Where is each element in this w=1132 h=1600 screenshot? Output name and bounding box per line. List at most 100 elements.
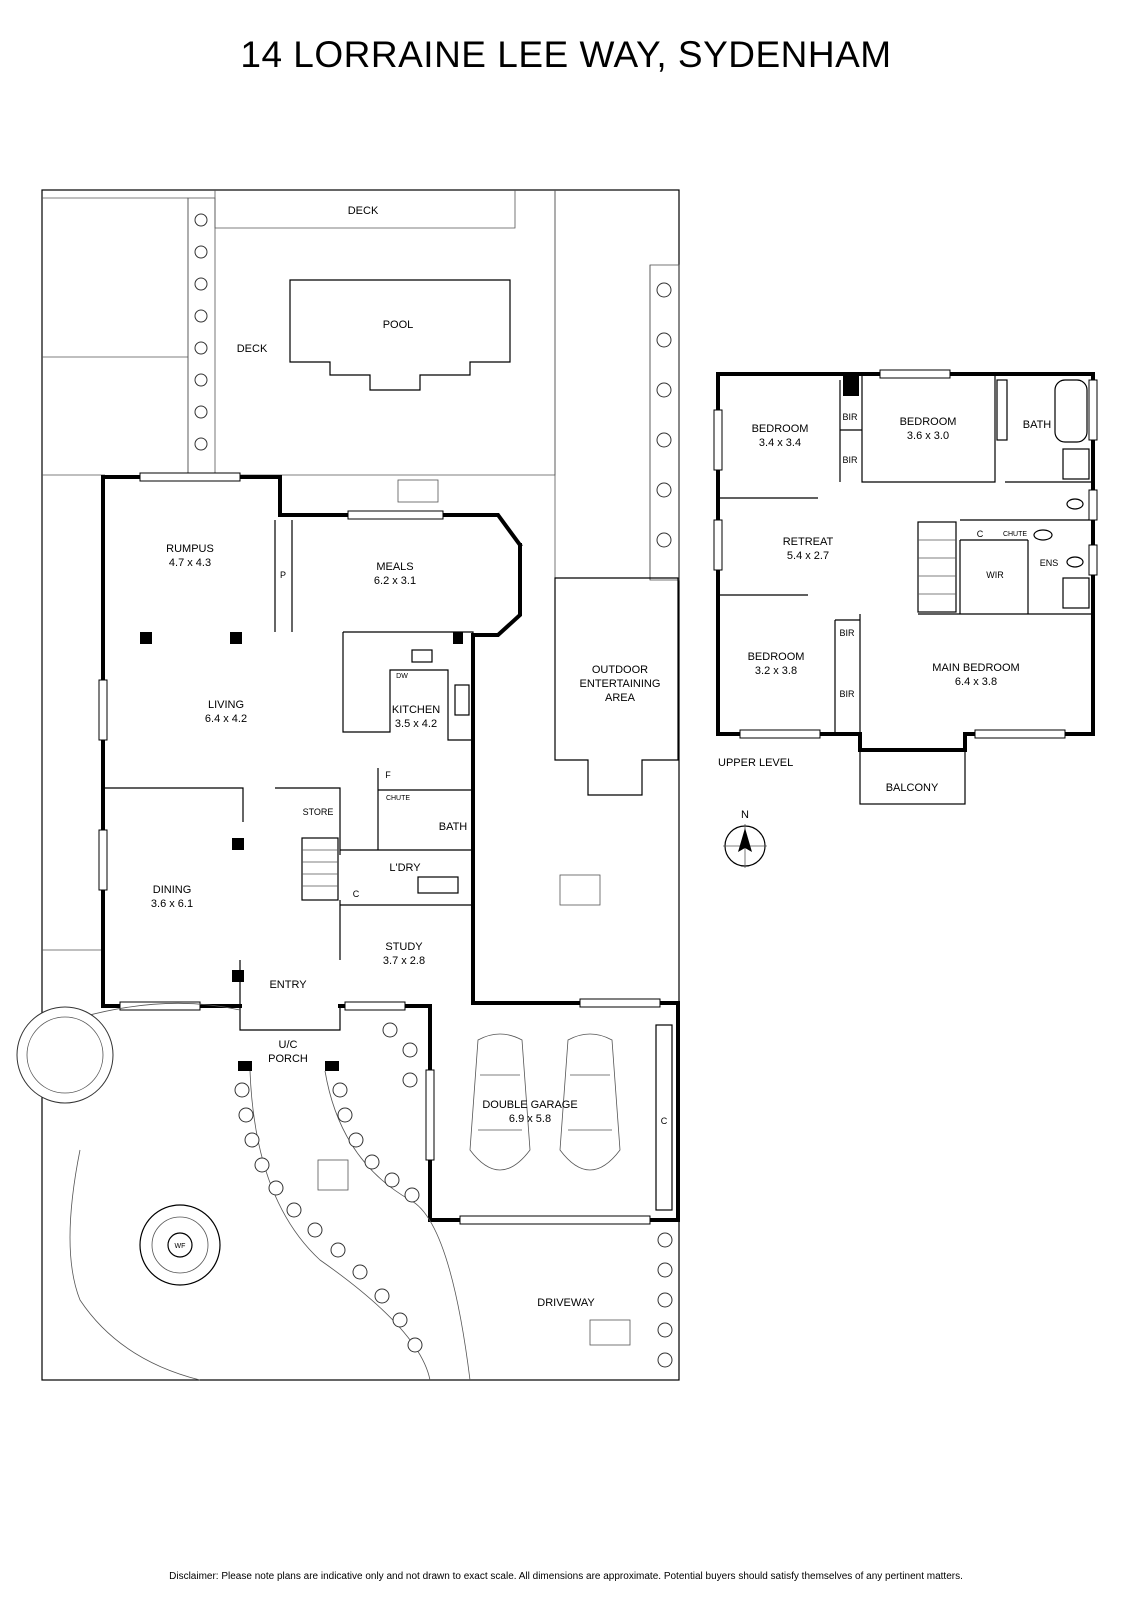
label-cupboard: C bbox=[353, 889, 360, 899]
room-bedroom-1-dims: 3.4 x 3.4 bbox=[759, 437, 801, 449]
water-feature-icon bbox=[167, 1232, 193, 1258]
room-rumpus: RUMPUS bbox=[166, 543, 214, 555]
water-feature-icon bbox=[151, 1216, 209, 1274]
label-pantry: P bbox=[280, 570, 286, 580]
upper-stairs bbox=[917, 521, 957, 613]
room-upper-bath: BATH bbox=[1023, 419, 1052, 431]
meals-bay-wall bbox=[471, 543, 522, 637]
water-feature-icon bbox=[139, 1204, 221, 1286]
room-area: AREA bbox=[605, 692, 636, 704]
room-meals: MEALS bbox=[376, 561, 413, 573]
room-kitchen-dims: 3.5 x 4.2 bbox=[395, 718, 437, 730]
house-wall bbox=[471, 633, 680, 1005]
room-study: STUDY bbox=[385, 941, 423, 953]
window bbox=[713, 519, 723, 571]
window bbox=[98, 829, 108, 891]
garden-strip-east bbox=[649, 264, 680, 581]
toilet-icon bbox=[1066, 498, 1084, 510]
window bbox=[1088, 544, 1098, 576]
upper-internal-wall bbox=[861, 374, 996, 483]
room-entertaining: ENTERTAINING bbox=[580, 678, 661, 690]
room-retreat: RETREAT bbox=[783, 536, 834, 548]
room-balcony: BALCONY bbox=[886, 782, 939, 794]
internal-wall bbox=[103, 787, 244, 822]
disclaimer: Disclaimer: Please note plans are indica… bbox=[169, 1571, 963, 1582]
pillar bbox=[232, 838, 244, 850]
shower-icon bbox=[1062, 448, 1090, 480]
pillar bbox=[453, 632, 463, 644]
room-store: STORE bbox=[303, 807, 334, 817]
room-outdoor: OUTDOOR bbox=[592, 664, 648, 676]
label-fridge: F bbox=[385, 770, 391, 780]
window bbox=[879, 369, 951, 379]
pillar bbox=[325, 1061, 339, 1071]
room-porch: PORCH bbox=[268, 1053, 308, 1065]
room-pool: POOL bbox=[383, 319, 414, 331]
room-meals-dims: 6.2 x 3.1 bbox=[374, 575, 416, 587]
deck-outline bbox=[187, 190, 556, 476]
room-wir: WIR bbox=[986, 570, 1004, 580]
room-bedroom-1: BEDROOM bbox=[752, 423, 809, 435]
upper-level-label: UPPER LEVEL bbox=[718, 757, 793, 769]
room-double-garage: DOUBLE GARAGE bbox=[482, 1099, 577, 1111]
house-wall bbox=[101, 475, 472, 517]
outdoor-area-outline bbox=[554, 577, 679, 796]
label-bir: BIR bbox=[842, 412, 858, 422]
stairs bbox=[301, 837, 339, 901]
room-dining-dims: 3.6 x 6.1 bbox=[151, 898, 193, 910]
balcony-outline bbox=[859, 749, 966, 805]
window bbox=[344, 1001, 406, 1011]
garage-door bbox=[459, 1215, 651, 1225]
laundry-bench bbox=[417, 876, 459, 894]
upper-floor: BEDROOM 3.4 x 3.4 BEDROOM 3.6 x 3.0 BATH… bbox=[713, 369, 1098, 805]
bathtub-icon bbox=[1054, 379, 1088, 443]
basin-icon bbox=[1033, 529, 1053, 541]
meals-bay-wall bbox=[468, 513, 523, 548]
room-laundry: L'DRY bbox=[389, 862, 421, 874]
room-ensuite: ENS bbox=[1040, 558, 1059, 568]
label-bir: BIR bbox=[839, 689, 855, 699]
window bbox=[579, 998, 661, 1008]
label-dishwasher: DW bbox=[396, 673, 408, 680]
room-entry: ENTRY bbox=[269, 979, 307, 991]
room-double-garage-dims: 6.9 x 5.8 bbox=[509, 1113, 551, 1125]
window bbox=[98, 679, 108, 741]
label-bir: BIR bbox=[839, 628, 855, 638]
plan-title: 14 LORRAINE LEE WAY, SYDENHAM bbox=[240, 34, 892, 75]
window bbox=[139, 472, 241, 482]
compass-icon: N bbox=[723, 809, 767, 868]
label-bir: BIR bbox=[842, 455, 858, 465]
pillar bbox=[232, 970, 244, 982]
garden-strip bbox=[187, 197, 216, 476]
label-water-feature: WF bbox=[175, 1243, 186, 1250]
window bbox=[739, 729, 821, 739]
window bbox=[1088, 489, 1098, 521]
internal-wall bbox=[275, 787, 341, 855]
room-main-bedroom-dims: 6.4 x 3.8 bbox=[955, 676, 997, 688]
window bbox=[974, 729, 1066, 739]
garden-path bbox=[69, 1149, 201, 1381]
room-deck: DECK bbox=[237, 343, 268, 355]
room-bedroom-3: BEDROOM bbox=[748, 651, 805, 663]
ground-floor: DECK POOL DECK RUMPUS 4.7 x 4.3 MEALS 6.… bbox=[16, 189, 680, 1381]
property-boundary bbox=[41, 189, 680, 1381]
room-uc: U/C bbox=[279, 1039, 298, 1051]
room-study-dims: 3.7 x 2.8 bbox=[383, 955, 425, 967]
pillar bbox=[140, 632, 152, 644]
room-rumpus-dims: 4.7 x 4.3 bbox=[169, 557, 211, 569]
room-driveway: DRIVEWAY bbox=[537, 1297, 595, 1309]
kitchen-bench bbox=[342, 631, 474, 741]
tree-icon bbox=[16, 1006, 114, 1104]
room-main-bedroom: MAIN BEDROOM bbox=[932, 662, 1019, 674]
room-bedroom-2: BEDROOM bbox=[900, 416, 957, 428]
garage-cupboard bbox=[655, 1024, 673, 1211]
window bbox=[1088, 379, 1098, 441]
window bbox=[119, 1001, 201, 1011]
compass-north-label: N bbox=[741, 809, 749, 821]
shrub-row bbox=[194, 213, 673, 1368]
toilet-icon bbox=[1066, 556, 1084, 568]
vanity-icon bbox=[996, 379, 1008, 441]
pillar bbox=[238, 1061, 252, 1071]
pillar bbox=[230, 632, 242, 644]
